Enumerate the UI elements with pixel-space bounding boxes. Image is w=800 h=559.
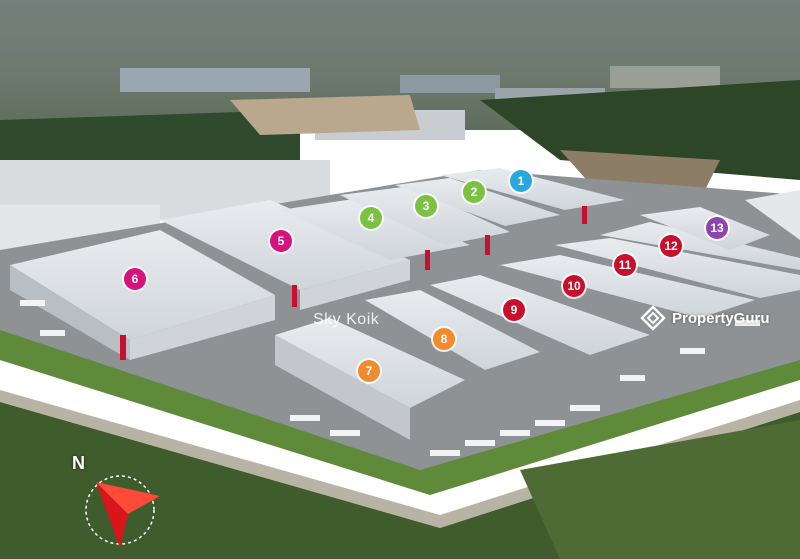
building-marker-3: 3 [415, 195, 437, 217]
propertyguru-diamond-icon [640, 305, 666, 331]
building-marker-2: 2 [463, 181, 485, 203]
building-marker-11: 11 [614, 254, 636, 276]
building-marker-12: 12 [660, 235, 682, 257]
brand-name: PropertyGuru [672, 309, 770, 327]
north-compass-icon [85, 475, 160, 548]
building-marker-13: 13 [706, 217, 728, 239]
propertyguru-logo: PropertyGuru [640, 305, 770, 331]
compass-north-letter: N [72, 453, 85, 473]
building-marker-1: 1 [510, 170, 532, 192]
building-marker-4: 4 [360, 207, 382, 229]
building-marker-6: 6 [124, 268, 146, 290]
building-marker-5: 5 [270, 230, 292, 252]
building-marker-9: 9 [503, 299, 525, 321]
building-marker-7: 7 [358, 360, 380, 382]
building-marker-10: 10 [563, 275, 585, 297]
building-marker-8: 8 [433, 328, 455, 350]
photographer-watermark: Sky Koik [313, 311, 380, 328]
